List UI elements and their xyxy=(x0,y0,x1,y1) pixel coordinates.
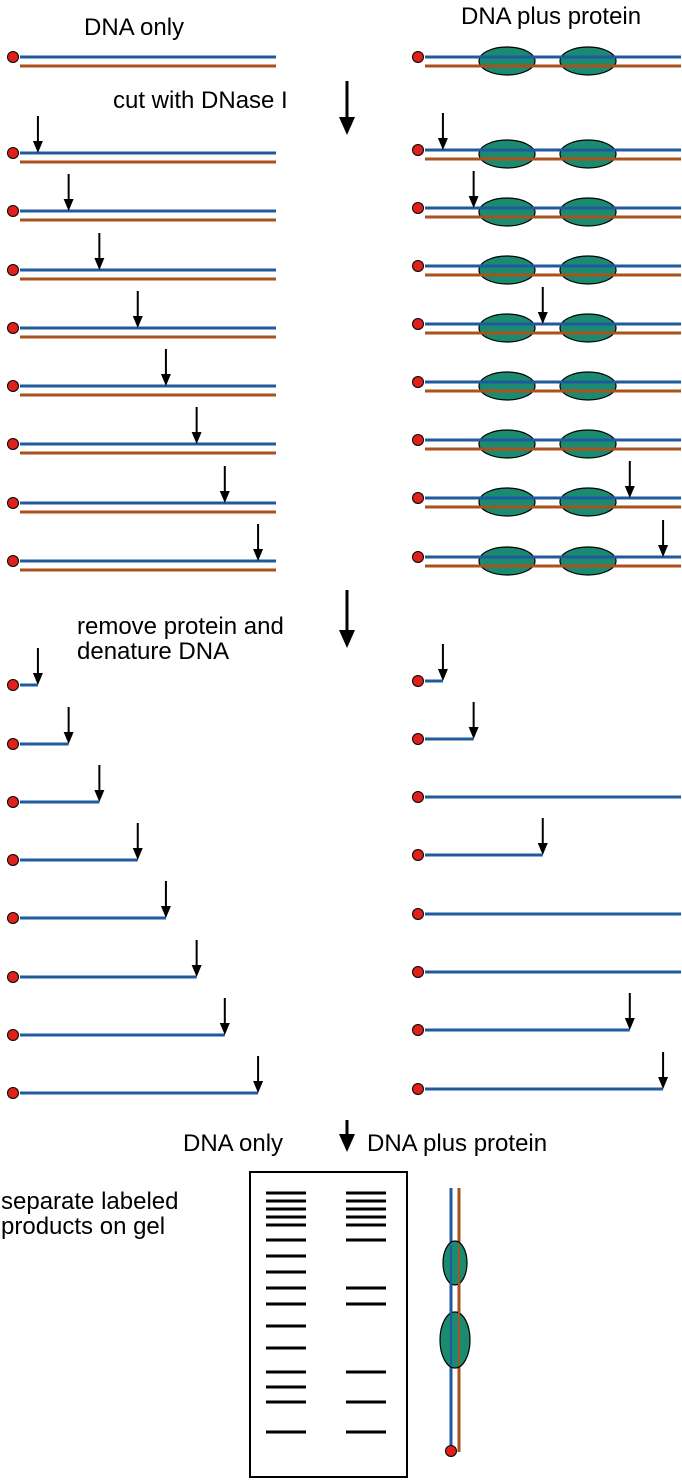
dna-protein-uncut-protein-2 xyxy=(559,46,617,76)
dna-protein-cut-label-dot xyxy=(412,318,424,330)
dna-protein-cut-label-dot xyxy=(412,202,424,214)
dna-protein-fragment-arrow-head xyxy=(624,1018,635,1030)
dna-protein-cut-arrow-head xyxy=(658,545,669,557)
dna-only-cut-arrow-head xyxy=(63,199,74,211)
dna-protein-fragment-label-dot xyxy=(412,675,424,687)
label-dna-plus-protein-gel: DNA plus protein xyxy=(367,1130,548,1157)
dna-protein-cut-label-dot xyxy=(412,492,424,504)
dna-only-fragment-label-dot xyxy=(7,738,19,750)
dna-protein-cut-label-dot xyxy=(412,434,424,446)
dna-only-cut-label-dot xyxy=(7,438,19,450)
dna-only-fragment-arrow-head xyxy=(253,1081,264,1093)
label-dna-only-gel: DNA only xyxy=(183,1130,284,1157)
dna-protein-uncut-label-dot xyxy=(412,51,424,63)
dna-only-fragment-arrow-head xyxy=(32,673,43,685)
dna-protein-cut-label-dot xyxy=(412,260,424,272)
dna-protein-cut-row-protein-2 xyxy=(559,313,617,343)
dna-protein-fragment-label-dot xyxy=(412,849,424,861)
dna-protein-cut-row-protein-1 xyxy=(478,313,536,343)
dna-protein-fragment-label-dot xyxy=(412,733,424,745)
dna-only-fragment-arrow-head xyxy=(219,1023,230,1035)
dna-protein-cut-row-protein-1 xyxy=(478,139,536,169)
dna-only-fragment-label-dot xyxy=(7,796,19,808)
dna-only-fragment-arrow-head xyxy=(132,848,143,860)
dna-only-cut-label-dot xyxy=(7,380,19,392)
dna-protein-cut-label-dot xyxy=(412,144,424,156)
dna-only-fragment-label-dot xyxy=(7,971,19,983)
dna-protein-fragment-arrow-head xyxy=(437,669,448,681)
dna-protein-cut-label-dot xyxy=(412,551,424,563)
dna-protein-fragment-label-dot xyxy=(412,908,424,920)
dna-protein-cut-arrow-head xyxy=(624,486,635,498)
dna-only-fragment-label-dot xyxy=(7,854,19,866)
dna-only-fragment-label-dot xyxy=(7,912,19,924)
dna-only-fragment-label-dot xyxy=(7,1087,19,1099)
dna-only-fragment-label-dot xyxy=(7,679,19,691)
dna-protein-fragment-arrow-head xyxy=(658,1077,669,1089)
dna-protein-cut-row-protein-1 xyxy=(478,487,536,517)
dna-protein-cut-row-protein-1 xyxy=(478,255,536,285)
dna-protein-cut-row-protein-1 xyxy=(478,197,536,227)
dna-only-cut-arrow-head xyxy=(94,258,105,270)
dna-only-cut-arrow-head xyxy=(253,549,264,561)
dna-protein-cut-row-protein-2 xyxy=(559,546,617,576)
dna-only-cut-arrow-head xyxy=(132,316,143,328)
dna-protein-cut-row-protein-2 xyxy=(559,487,617,517)
dna-protein-cut-row-protein-1 xyxy=(478,429,536,459)
step-cut-label: cut with DNase I xyxy=(113,87,288,114)
dna-only-cut-label-dot xyxy=(7,147,19,159)
dna-only-uncut-label-dot xyxy=(7,51,19,63)
dna-only-cut-arrow-head xyxy=(32,141,43,153)
dna-only-cut-label-dot xyxy=(7,205,19,217)
vertical-protein-1 xyxy=(442,1240,468,1286)
step-remove-label: remove protein and denature DNA xyxy=(77,613,284,666)
dna-protein-cut-row-protein-2 xyxy=(559,371,617,401)
vertical-dna-label-dot xyxy=(445,1445,457,1457)
dna-protein-fragment-label-dot xyxy=(412,791,424,803)
label-dna-plus-protein-top: DNA plus protein xyxy=(461,3,642,30)
dna-protein-cut-arrow-head xyxy=(537,312,548,324)
dna-protein-cut-row-protein-2 xyxy=(559,255,617,285)
dna-only-fragment-arrow-head xyxy=(160,906,171,918)
dna-protein-cut-row-protein-1 xyxy=(478,546,536,576)
step-gel-arrow-head xyxy=(339,1134,355,1152)
dna-protein-cut-arrow-head xyxy=(437,138,448,150)
dna-only-cut-label-dot xyxy=(7,555,19,567)
step-remove-arrow-head xyxy=(339,630,355,648)
dna-protein-uncut-protein-1 xyxy=(478,46,536,76)
dna-only-cut-label-dot xyxy=(7,322,19,334)
dna-protein-fragment-label-dot xyxy=(412,1083,424,1095)
step-cut-arrow-head xyxy=(339,117,355,135)
dna-protein-cut-row-protein-1 xyxy=(478,371,536,401)
dna-only-cut-arrow-head xyxy=(160,374,171,386)
dna-protein-cut-label-dot xyxy=(412,376,424,388)
dna-only-cut-label-dot xyxy=(7,497,19,509)
dna-only-fragment-arrow-head xyxy=(94,790,105,802)
vertical-protein-2 xyxy=(439,1311,471,1369)
dna-only-cut-arrow-head xyxy=(191,432,202,444)
dna-only-cut-label-dot xyxy=(7,264,19,276)
label-dna-only-top: DNA only xyxy=(84,14,185,41)
dna-protein-cut-row-protein-2 xyxy=(559,139,617,169)
dna-only-fragment-arrow-head xyxy=(63,732,74,744)
dna-protein-fragment-label-dot xyxy=(412,966,424,978)
gel-box xyxy=(249,1171,408,1478)
dna-protein-fragment-arrow-head xyxy=(468,727,479,739)
dna-only-fragment-arrow-head xyxy=(191,965,202,977)
dna-protein-fragment-label-dot xyxy=(412,1024,424,1036)
dna-only-fragment-label-dot xyxy=(7,1029,19,1041)
dna-protein-cut-row-protein-2 xyxy=(559,197,617,227)
dna-only-cut-arrow-head xyxy=(219,491,230,503)
dna-protein-cut-arrow-head xyxy=(468,196,479,208)
dna-protein-cut-row-protein-2 xyxy=(559,429,617,459)
step-gel-label: separate labeled products on gel xyxy=(1,1188,179,1241)
dna-protein-fragment-arrow-head xyxy=(537,843,548,855)
